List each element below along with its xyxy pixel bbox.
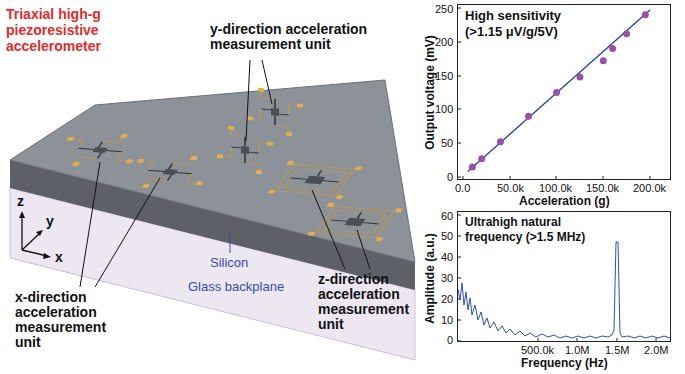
tick-label: 150.0k xyxy=(586,182,619,194)
arrow-head xyxy=(19,211,25,218)
tick-label: 1.0M xyxy=(565,344,589,356)
axis-arrow xyxy=(22,215,47,256)
part-label: x xyxy=(55,250,63,265)
tick-label: 200 xyxy=(435,36,453,48)
part-label: Acceleration (g) xyxy=(519,195,610,208)
chart-panel: High sensitivity (>1.15 μV/g/5V) xyxy=(457,4,671,180)
data-point xyxy=(553,89,560,96)
tick-label: 0 xyxy=(447,171,453,183)
part-label: Glass backplane xyxy=(188,280,284,294)
leader-line xyxy=(246,60,272,141)
tick-marks xyxy=(457,215,656,342)
tick-label: 250 xyxy=(435,3,453,15)
panel-title: High sensitivity (>1.15 μV/g/5V) xyxy=(465,8,585,40)
y-unit xyxy=(217,125,273,175)
part-label: y-direction acceleration measurement uni… xyxy=(210,22,415,52)
tick-label: 0 xyxy=(447,334,453,346)
data-point xyxy=(497,138,504,145)
tick-label: 10 xyxy=(441,314,453,326)
part-label: y xyxy=(46,214,54,229)
tick-label: 20 xyxy=(441,293,453,305)
axis-title: Amplitude (a.u.) xyxy=(424,233,437,324)
leader-line xyxy=(230,232,231,253)
data-point xyxy=(576,74,583,81)
tick-label: 40 xyxy=(441,251,453,263)
tick-label: 100.0k xyxy=(539,182,572,194)
arrow-head xyxy=(43,253,51,259)
tick-label: 30 xyxy=(441,272,453,284)
tick-marks xyxy=(457,8,650,180)
part-label: Frequency (Hz) xyxy=(521,357,608,370)
data-point xyxy=(642,11,649,18)
part-label: x-direction acceleration measurement uni… xyxy=(15,290,115,350)
leader-line xyxy=(80,162,160,287)
tick-label: 0.0 xyxy=(455,182,470,194)
part-label: z-direction acceleration measurement uni… xyxy=(318,272,414,332)
tick-label: 50.0k xyxy=(497,182,524,194)
arrow-head xyxy=(36,230,43,236)
tick-label: 500.0k xyxy=(521,344,554,356)
data-point xyxy=(600,57,607,64)
tick-label: 2.0M xyxy=(644,344,668,356)
figure-title: Triaxial high-g piezoresistive accelerom… xyxy=(6,6,186,54)
x-unit xyxy=(121,152,219,192)
panel-title: Ultrahigh natural frequency (>1.5 MHz) xyxy=(465,215,607,245)
leader-line xyxy=(312,190,370,269)
tick-label: 50 xyxy=(441,230,453,242)
z-unit xyxy=(307,203,403,241)
spectrum-line xyxy=(458,242,670,338)
data-point xyxy=(609,45,616,52)
axis-title: Output voltage (mV) xyxy=(424,35,437,150)
tick-label: 1.5M xyxy=(605,344,629,356)
tick-label: 60 xyxy=(441,210,453,222)
data-point xyxy=(469,163,476,170)
data-point xyxy=(623,30,630,37)
tick-label: 150 xyxy=(435,70,453,82)
y-unit xyxy=(247,87,303,137)
chart-panel: Ultrahigh natural frequency (>1.5 MHz) xyxy=(457,211,671,342)
tick-label: 200.0k xyxy=(633,182,666,194)
tick-label: 50 xyxy=(441,137,453,149)
data-point xyxy=(478,155,485,162)
data-point xyxy=(525,113,532,120)
part-label: z xyxy=(17,194,24,209)
silicon-top xyxy=(10,80,415,262)
part-label: Silicon xyxy=(210,256,248,270)
z-unit xyxy=(267,161,363,199)
tick-label: 100 xyxy=(435,103,453,115)
